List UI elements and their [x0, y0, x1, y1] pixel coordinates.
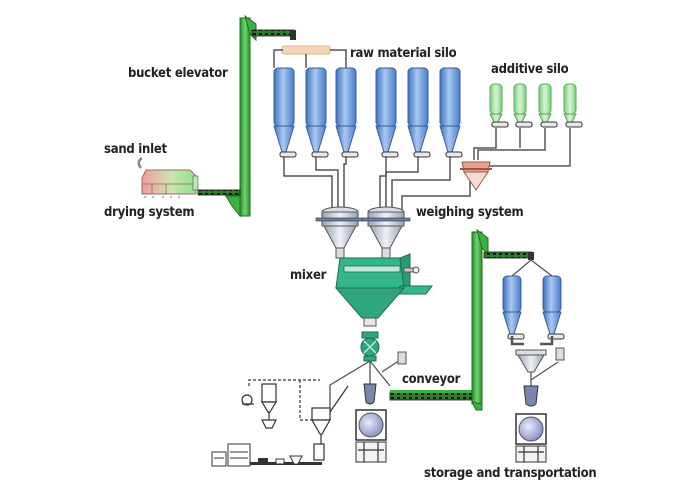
raw-material-silo [273, 67, 297, 158]
raw-material-silo [439, 67, 463, 158]
discharge-lines [329, 359, 401, 412]
storage-silos [502, 259, 565, 340]
belt-conveyor [389, 228, 534, 411]
rotary-valve [360, 331, 380, 362]
label-conveyor: conveyor [402, 372, 461, 387]
label-additive-silo: additive silo [491, 62, 569, 77]
raw-material-silo [407, 67, 431, 158]
mixer [334, 253, 433, 327]
storage-silo [542, 275, 565, 340]
small-hopper [397, 351, 407, 365]
raw-material-silo [305, 67, 329, 158]
additive-silo [538, 83, 558, 128]
drying-system [137, 156, 241, 199]
ground-conveyor [211, 443, 322, 467]
additive-silo [563, 83, 583, 128]
additive-silo [489, 83, 509, 128]
distributor [273, 45, 347, 68]
additive-piping [401, 128, 571, 210]
additive-weighing-hopper [460, 161, 492, 191]
raw-material-silos [273, 67, 463, 158]
weighing-hopper-1 [315, 206, 365, 259]
raw-piping [283, 156, 451, 210]
weighing-hopper-2 [361, 206, 411, 259]
label-storage-and-transportation: storage and transportation [424, 466, 597, 481]
additive-silo [513, 83, 533, 128]
packing-unit-right [515, 385, 547, 463]
dust-collection-system [241, 379, 349, 461]
label-bucket-elevator: bucket elevator [128, 66, 228, 81]
label-raw-material-silo: raw material silo [350, 46, 457, 61]
packing-unit-left [355, 383, 387, 463]
storage-weighing [510, 336, 565, 386]
label-drying-system: drying system [104, 205, 195, 220]
label-sand-inlet: sand inlet [104, 142, 167, 157]
label-mixer: mixer [290, 268, 327, 283]
raw-material-silo [335, 67, 359, 158]
raw-material-silo [375, 67, 399, 158]
additive-silos [489, 83, 583, 128]
label-weighing-system: weighing system [416, 205, 524, 220]
storage-silo [502, 275, 525, 340]
bucket-elevator [225, 14, 296, 218]
